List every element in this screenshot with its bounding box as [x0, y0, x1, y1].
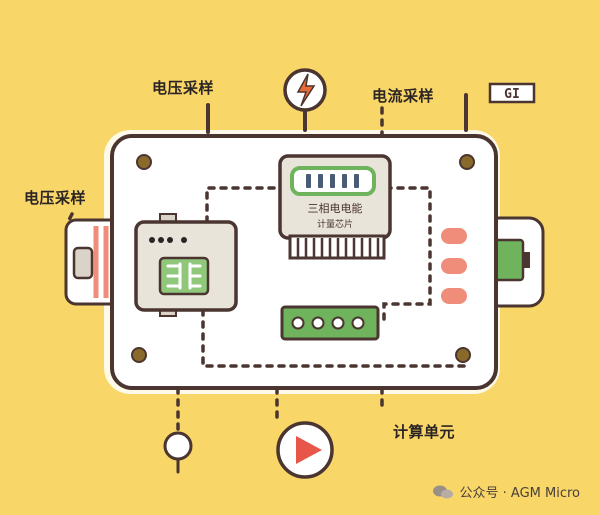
label-current-sampling: 电流采样: [372, 87, 435, 105]
label-voltage-sampling-left: 电压采样: [24, 189, 87, 207]
top-stubs: [206, 93, 468, 134]
lightning-icon: [283, 68, 327, 112]
node-icon: [163, 431, 193, 474]
label-voltage-sampling-top: 电压采样: [152, 79, 215, 97]
dashed-traces: [66, 106, 470, 434]
sampling-module: [134, 213, 238, 317]
meter-subtitle: 计量芯片: [317, 218, 353, 230]
footer-text: 公众号 · AGM Micro: [459, 486, 580, 501]
chip-icon: [488, 82, 536, 104]
play-icon: [276, 421, 334, 479]
indicator-lights: [441, 228, 467, 304]
mounting-holes: [131, 154, 475, 363]
right-connector: [483, 216, 545, 308]
footer-watermark: 公众号 · AGM Micro: [432, 482, 580, 501]
label-compute-unit: 计算单元: [393, 423, 456, 441]
connector-icon: [280, 305, 380, 341]
meter-module: [278, 154, 392, 260]
meter-title: 三相电电能: [308, 201, 363, 215]
wechat-icon: [432, 485, 453, 498]
logo-text: GI: [504, 87, 520, 102]
